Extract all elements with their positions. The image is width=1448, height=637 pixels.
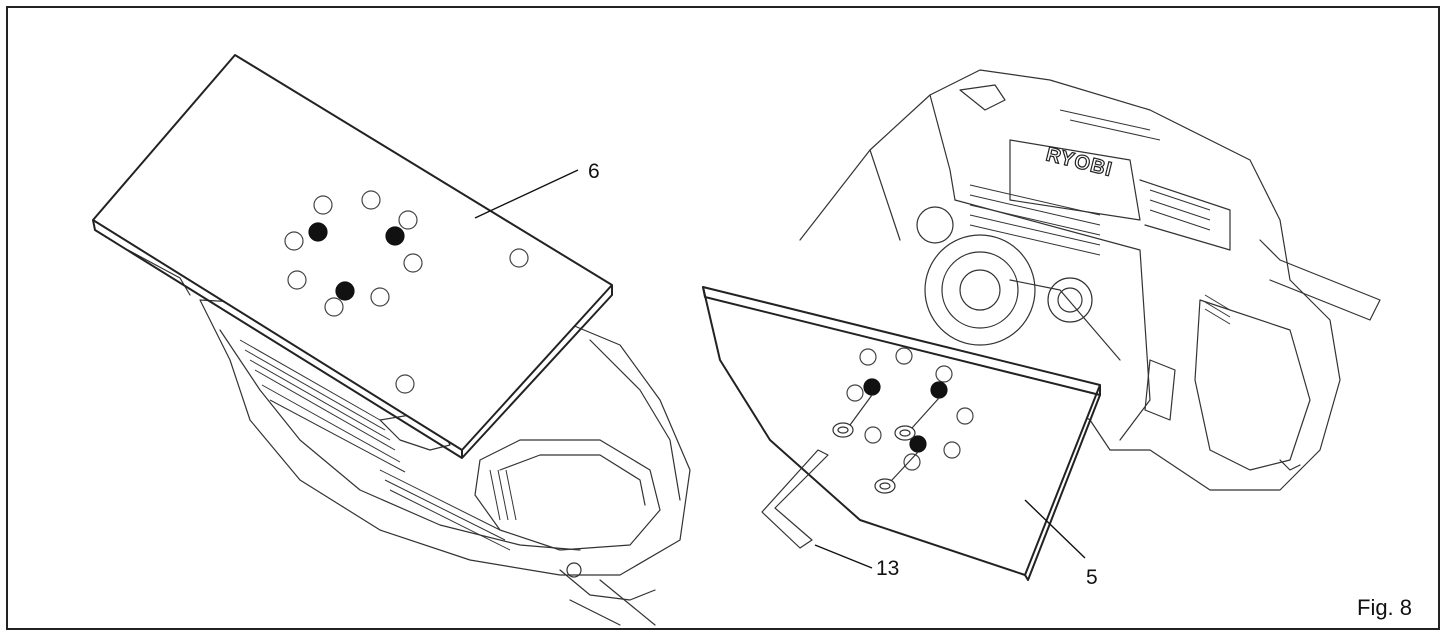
callout-5: 5 — [1086, 566, 1098, 589]
leader-line-6 — [474, 169, 579, 219]
hex-key-icon — [761, 449, 829, 549]
svg-text:RYOBI: RYOBI — [1044, 144, 1115, 182]
figure-frame — [6, 6, 1440, 630]
callout-13: 13 — [876, 557, 900, 580]
left-sander-body — [199, 299, 691, 626]
right-sander-body — [799, 69, 1381, 491]
screw-icon — [832, 394, 940, 494]
left-vent-grille — [239, 339, 517, 551]
left-sanding-plate — [92, 54, 613, 459]
callout-6: 6 — [588, 160, 600, 183]
right-sanding-pad — [702, 286, 1101, 581]
brand-logo: RYOBI — [1043, 143, 1115, 182]
figure-label: Fig. 8 — [1357, 595, 1413, 620]
leader-line-5 — [1024, 499, 1086, 559]
leader-line-13 — [814, 544, 873, 569]
right-vent-grille — [969, 109, 1231, 325]
